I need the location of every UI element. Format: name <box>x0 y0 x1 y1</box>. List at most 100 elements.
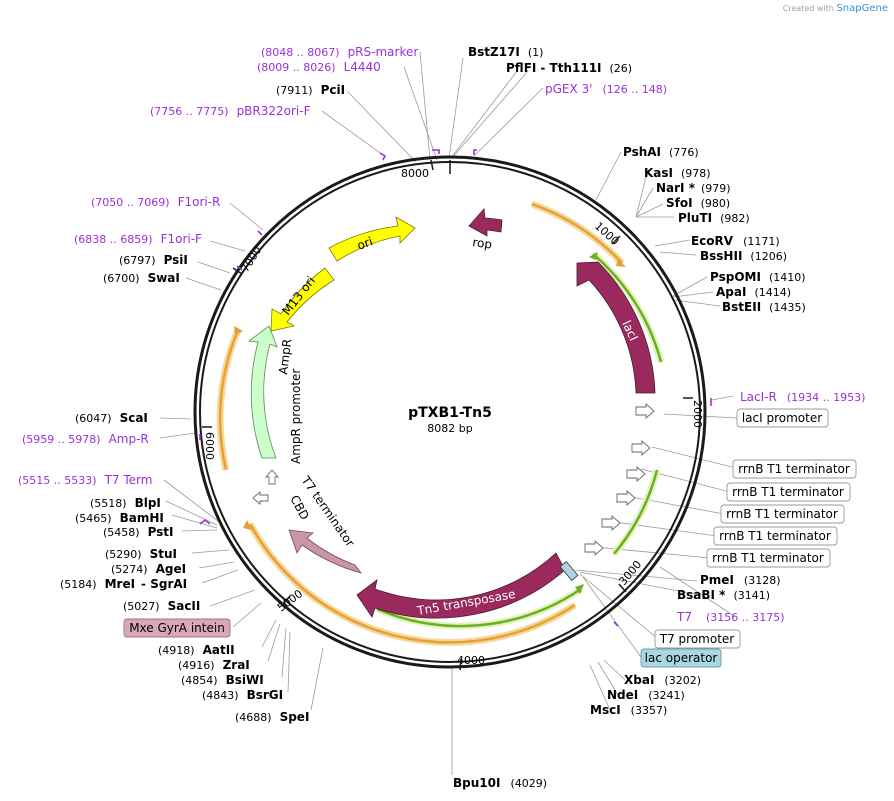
tick-label-2000: 2000 <box>691 400 704 428</box>
site-pcii: (7911)PciI <box>276 83 345 97</box>
green-arc-right <box>611 469 661 557</box>
cbd-label: CBD <box>287 493 312 522</box>
ampr-label: AmpR <box>276 338 294 375</box>
primer-f1ori-f: (6838 .. 6859)F1ori-F <box>74 232 202 246</box>
site-apai: ApaI(1414) <box>716 285 791 299</box>
rrnb-arrow-5 <box>584 540 604 556</box>
site-sacii: (5027)SacII <box>123 599 200 613</box>
t7-terminator-arrow-1 <box>252 491 269 505</box>
site-pluti: PluTI(982) <box>678 211 750 225</box>
ampr-promoter-label: AmpR promoter <box>289 369 303 464</box>
t7-promoter-text: T7 promoter <box>659 632 735 646</box>
mxe-gyra-intein-box <box>123 618 231 638</box>
site-mrei-sgrai: (5184)MreI- SgrAI <box>60 577 187 591</box>
site-stui: (5290)StuI <box>105 547 177 561</box>
snapgene-credit: Created with SnapGene <box>783 3 888 14</box>
site-pspomi: PspOMI(1410) <box>710 270 806 284</box>
rrnb-arrow-1 <box>631 440 651 456</box>
orange-arc-top-head <box>616 259 626 267</box>
site-msci: MscI(3357) <box>590 703 667 717</box>
rrnb-box-5 <box>706 548 831 568</box>
m13-ori-arrow <box>270 267 335 332</box>
site-ndei: NdeI(3241) <box>607 688 685 702</box>
lac-operator-box <box>640 648 722 668</box>
tn5-arrow <box>356 552 566 619</box>
rrnb-arrow-3 <box>616 490 636 506</box>
tick-label-8000: 8000 <box>401 167 429 180</box>
site-aatii: (4918)AatII <box>158 643 235 657</box>
laci-promoter-arrow <box>635 403 655 419</box>
site-bsteii: BstEII(1435) <box>722 300 806 314</box>
site-zrai: (4916)ZraI <box>178 658 250 672</box>
rrnb-text-4: rrnB T1 terminator <box>719 529 831 543</box>
mxe-gyra-intein-text: Mxe GyrA intein <box>129 621 225 635</box>
site-pshai: PshAI(776) <box>623 145 699 159</box>
primer-labels: (8048 .. 8067)pRS-marker (8009 .. 8026)L… <box>18 45 865 624</box>
t7-promoter-box <box>654 629 741 649</box>
credit-prefix: Created with <box>782 4 834 13</box>
site-bsiwi: (4854)BsiWI <box>181 673 264 687</box>
ori-label: ori <box>355 234 374 252</box>
rrnb-box-4 <box>713 526 838 546</box>
tick-label-6000: 6000 <box>203 432 216 460</box>
rrnb-arrow-4 <box>601 515 621 531</box>
lac-operator-mark <box>559 560 579 582</box>
ticks <box>202 159 693 671</box>
primer-amp-r: (5959 .. 5978)Amp-R <box>22 432 149 446</box>
plasmid-length: 8082 bp <box>427 422 472 435</box>
site-kasi: KasI(978) <box>644 166 711 180</box>
rrnb-box-1 <box>732 459 857 479</box>
rrnb-text-2: rrnB T1 terminator <box>732 485 844 499</box>
site-bamhi: (5465)BamHI <box>75 511 164 525</box>
tick-label-4000: 4000 <box>457 654 485 667</box>
tick-label-7000: 7000 <box>239 244 265 275</box>
primer-pgex3: pGEX 3'(126 .. 148) <box>545 82 667 96</box>
t7-terminator-arrow-2 <box>265 469 279 485</box>
site-bsshii: BssHII(1206) <box>700 249 787 263</box>
ampr-arrow <box>247 325 278 459</box>
boxed-labels: lacI promoter rrnB T1 terminator rrnB T1… <box>123 408 857 668</box>
rrnb-text-3: rrnB T1 terminator <box>726 507 838 521</box>
rrnb-arrow-2 <box>626 466 646 482</box>
site-swai: (6700)SwaI <box>103 271 180 285</box>
site-labels: BstZ17I(1) PflFI- Tth111I(26) (7911)PciI… <box>60 45 806 790</box>
rrnb-text-1: rrnB T1 terminator <box>738 462 850 476</box>
snapgene-logo-text: SnapGene <box>836 3 888 14</box>
site-nari: NarI *(979) <box>656 181 731 195</box>
small-arrows <box>252 403 655 556</box>
cbd-arrow <box>288 529 363 574</box>
primer-l4440: (8009 .. 8026)L4440 <box>257 60 381 74</box>
primer-t7: T7(3156 .. 3175) <box>676 610 785 624</box>
primer-pbr322ori-f: (7756 .. 7775)pBR322ori-F <box>150 104 311 118</box>
site-scai: (6047)ScaI <box>75 411 148 425</box>
site-pmei: PmeI(3128) <box>700 573 780 587</box>
site-bstz17i: BstZ17I(1) <box>468 45 543 59</box>
rrnb-box-2 <box>726 482 851 502</box>
ori-arrow <box>328 216 416 262</box>
site-blpi: (5518)BlpI <box>90 496 161 510</box>
site-bpu10i: Bpu10I(4029) <box>453 776 547 790</box>
site-agei: (5274)AgeI <box>111 562 186 576</box>
site-bsabi: BsaBI *(3141) <box>677 588 770 602</box>
backbone-outer <box>193 155 707 669</box>
rrnb-text-5: rrnB T1 terminator <box>712 551 824 565</box>
primer-prs-marker: (8048 .. 8067)pRS-marker <box>261 45 418 59</box>
laci-promoter-box <box>736 408 829 428</box>
primer-laci-r: LacI-R(1934 .. 1953) <box>740 390 865 404</box>
primer-t7-term: (5515 .. 5533)T7 Term <box>18 473 152 487</box>
primer-f1ori-r: (7050 .. 7069)F1ori-R <box>91 195 220 209</box>
laci-arrow <box>576 261 656 394</box>
lac-operator-text: lac operator <box>645 651 718 665</box>
site-spei: (4688)SpeI <box>235 710 309 724</box>
site-xbai: XbaI(3202) <box>624 673 701 687</box>
features <box>247 208 656 619</box>
rop-arrow <box>468 208 503 237</box>
site-psii: (6797)PsiI <box>119 253 188 267</box>
site-pflfi-tth111i: PflFI- Tth111I(26) <box>506 61 632 75</box>
site-ecorv: EcoRV(1171) <box>691 234 780 248</box>
primer-markers <box>199 149 712 627</box>
site-psti: (5458)PstI <box>103 525 174 539</box>
leader-lines <box>159 51 738 775</box>
feature-arcs <box>216 200 665 646</box>
